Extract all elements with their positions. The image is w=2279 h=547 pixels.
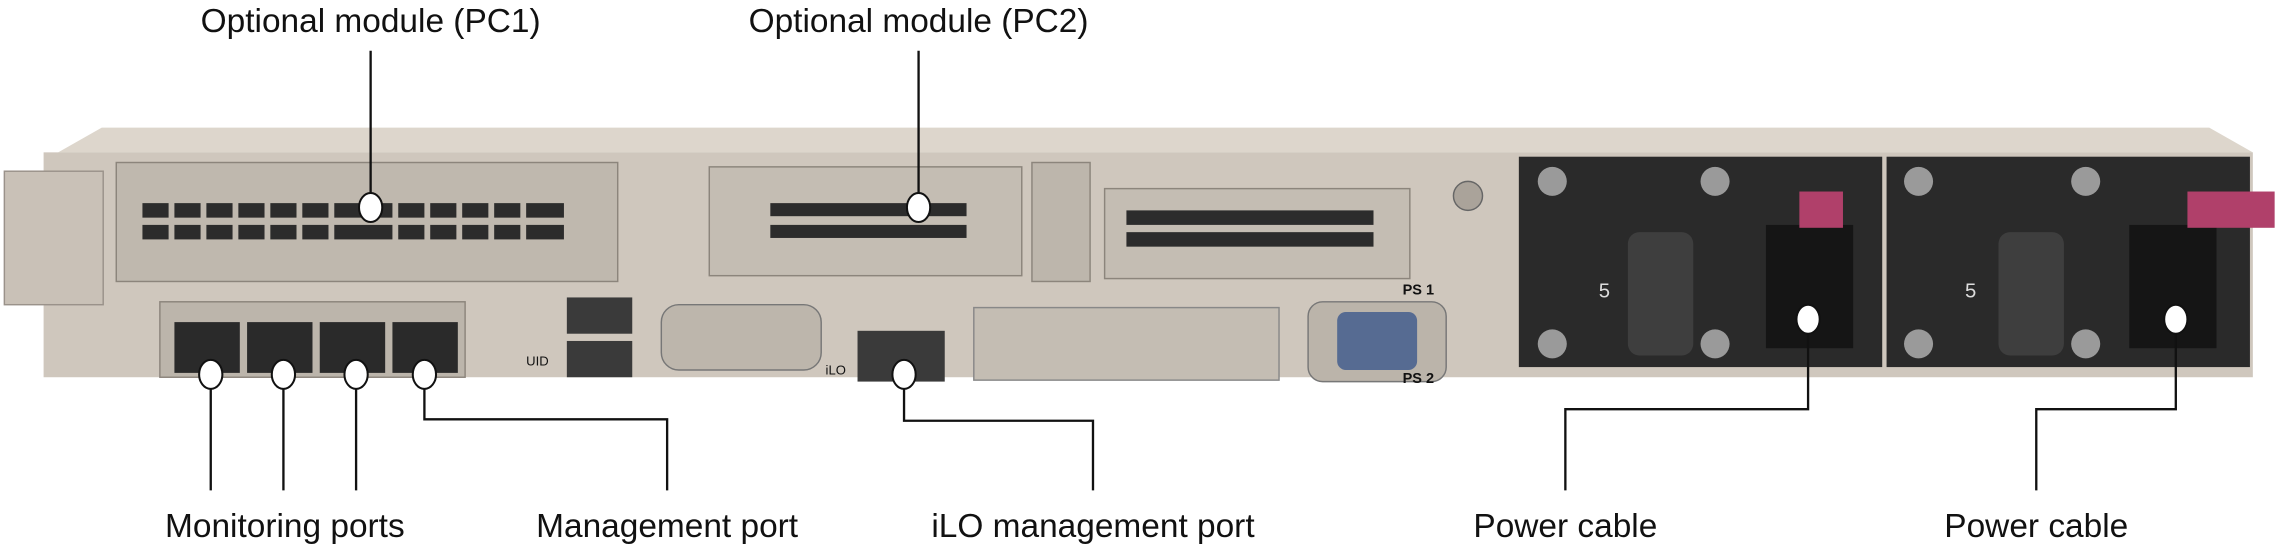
left-bracket [3,170,104,306]
monitoring-dot-3 [343,358,369,390]
pc2-slot [708,161,1484,283]
label-ilo: iLO management port [931,508,1255,545]
label-power1: Power cable [1473,508,1657,545]
power2-dot [2163,303,2189,335]
ps1-marking: PS 1 [1403,283,1435,299]
label-pc1: Optional module (PC1) [201,3,541,40]
vga-port [1307,301,1447,383]
label-pc2: Optional module (PC2) [749,3,1089,40]
blank-plate [973,306,1280,381]
monitoring-dot-2 [270,358,297,390]
serial-port [660,303,822,371]
psu-1: 5 [1518,156,1883,368]
chassis-lid [58,127,2253,153]
label-management: Management port [536,508,799,545]
ilo-marking: iLO [826,362,846,377]
psu-2: 5 [1886,156,2275,368]
power1-dot [1795,303,1821,335]
ps2-marking: PS 2 [1403,371,1435,387]
psu2-digit: 5 [1965,280,1976,302]
power2-leader [2035,319,2177,491]
ilo-dot [891,358,917,390]
power1-leader [1564,319,1810,491]
usb-ports [566,297,633,378]
monitoring-dot-1 [198,358,224,390]
pc2-dot [905,191,932,224]
label-power2: Power cable [1944,508,2128,545]
ilo-leader [902,374,1095,491]
pc1-dot [357,191,384,224]
management-leader [423,374,669,491]
uid-marking: UID [526,354,549,369]
label-monitoring: Monitoring ports [165,508,405,545]
management-dot [411,358,438,390]
psu1-digit: 5 [1599,280,1610,302]
